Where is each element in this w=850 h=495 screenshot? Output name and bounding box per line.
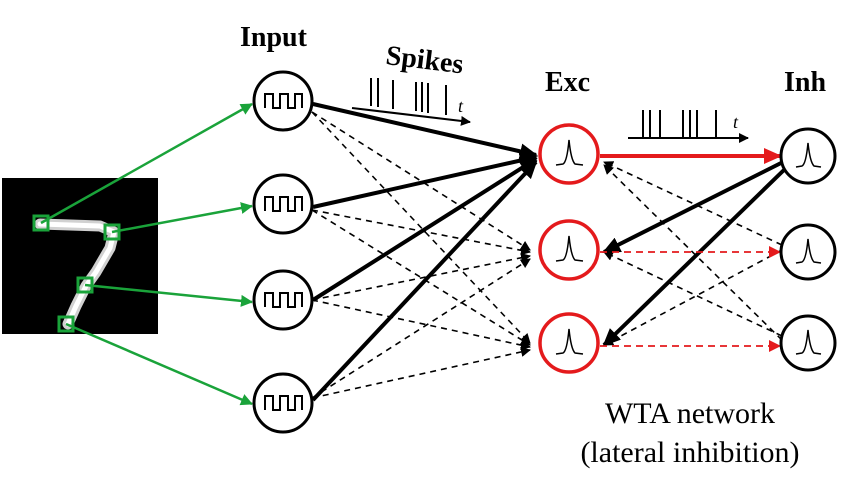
square-wave-icon xyxy=(264,292,303,308)
square-wave-icon xyxy=(264,93,303,109)
patch-box-1 xyxy=(32,214,50,232)
exc-label: Exc xyxy=(545,67,590,98)
exc-neuron-3 xyxy=(538,312,600,374)
input-neuron-1 xyxy=(252,70,314,132)
input-link-4 xyxy=(65,322,253,406)
exc-time-label: t xyxy=(733,112,739,132)
exc-neuron-2 xyxy=(538,219,600,281)
spike-trace-icon xyxy=(795,329,822,355)
spike-trace-icon xyxy=(555,235,584,262)
inh-neuron-1 xyxy=(779,127,837,185)
input-label: Input xyxy=(240,22,308,53)
spike-train-exc: t xyxy=(628,110,749,143)
inh-neuron-3 xyxy=(779,314,837,372)
exc-neuron-1 xyxy=(538,123,600,185)
square-wave-icon xyxy=(264,196,303,212)
input-link-2 xyxy=(111,202,253,234)
patch-box-2 xyxy=(103,223,121,241)
wta-subtitle: (lateral inhibition) xyxy=(580,436,799,469)
input-neuron-3 xyxy=(252,269,314,331)
input-time-label: t xyxy=(458,96,464,116)
square-wave-icon xyxy=(264,395,303,411)
wta-title: WTA network xyxy=(605,397,775,430)
input-link-1 xyxy=(40,102,253,225)
inh-label: Inh xyxy=(784,67,826,98)
spikes-label: Spikes xyxy=(384,40,465,80)
spike-trace-icon xyxy=(555,139,584,166)
input-neuron-2 xyxy=(252,173,314,235)
spike-trace-icon xyxy=(795,238,822,264)
spike-trace-icon xyxy=(555,328,584,355)
input-neuron-4 xyxy=(252,372,314,434)
inh-neuron-2 xyxy=(779,223,837,281)
input-link-3 xyxy=(84,283,253,307)
spike-train-input: t xyxy=(351,78,471,126)
patch-box-4 xyxy=(57,315,75,333)
digit-image xyxy=(2,178,158,334)
spike-trace-icon xyxy=(795,142,822,168)
